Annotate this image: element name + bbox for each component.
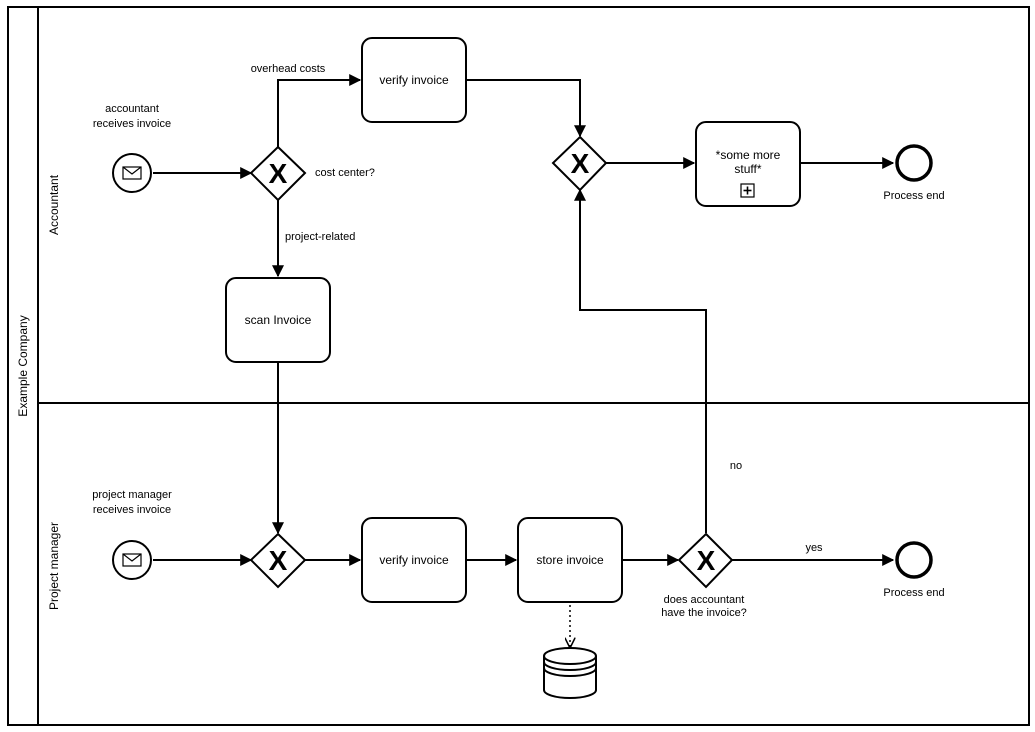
flow-gateway-no	[574, 188, 707, 533]
gateway-merge-accountant[interactable]: X	[551, 135, 608, 192]
start-event-accountant[interactable]: accountant receives invoice	[93, 103, 171, 193]
flow-label-project-related: project-related	[285, 231, 355, 243]
database-icon[interactable]	[543, 647, 597, 699]
lane-label-project-manager: Project manager	[47, 522, 61, 610]
task-store-invoice[interactable]: store invoice	[517, 517, 623, 603]
envelope-icon	[122, 166, 142, 180]
lane-accountant: Accountant	[47, 174, 61, 235]
flow-verify-to-merge	[465, 79, 586, 138]
task-verify-invoice-pm[interactable]: verify invoice	[361, 517, 467, 603]
task-scan-invoice[interactable]: scan Invoice	[225, 277, 331, 363]
start-event-project-manager[interactable]: project manager receives invoice	[92, 489, 172, 580]
sequence-flows	[153, 74, 895, 647]
subprocess-label-1: *some more	[716, 148, 781, 162]
lane-project-manager: Project manager	[47, 522, 61, 610]
pool-label: Example Company	[16, 315, 30, 416]
gateway-x-icon: X	[269, 545, 288, 576]
end-event-accountant[interactable]: Process end	[883, 144, 945, 202]
lane-label-accountant: Accountant	[47, 174, 61, 235]
start-label-accountant-1: accountant	[105, 103, 159, 115]
gateway-x-icon: X	[697, 545, 716, 576]
gateway-label-accountant-has-1: does accountant	[664, 594, 745, 606]
task-verify-invoice-accountant[interactable]: verify invoice	[361, 37, 467, 123]
task-label: verify invoice	[379, 73, 449, 87]
envelope-icon	[122, 553, 142, 567]
gateway-label-cost-center: cost center?	[315, 167, 375, 179]
gateway-merge-project-manager[interactable]: X	[249, 532, 307, 589]
flow-label-yes: yes	[805, 542, 823, 554]
gateway-label-accountant-has-2: have the invoice?	[661, 607, 747, 619]
end-label-accountant: Process end	[883, 190, 944, 202]
end-event-project-manager[interactable]: Process end	[883, 541, 945, 599]
flow-label-overhead: overhead costs	[251, 63, 326, 75]
start-label-pm-2: receives invoice	[93, 504, 171, 516]
collapsed-subprocess-plus-icon[interactable]	[740, 183, 755, 198]
task-label: store invoice	[536, 553, 604, 567]
gateway-accountant-has-invoice[interactable]: X does accountant have the invoice?	[661, 532, 747, 619]
gateway-x-icon: X	[571, 148, 590, 179]
task-label: scan Invoice	[245, 313, 312, 327]
subprocess-label-2: stuff*	[734, 162, 761, 176]
start-label-accountant-2: receives invoice	[93, 118, 171, 130]
task-label: verify invoice	[379, 553, 449, 567]
gateway-cost-center[interactable]: X cost center?	[249, 145, 375, 202]
pool: Example Company	[7, 6, 1030, 726]
start-label-pm-1: project manager	[92, 489, 172, 501]
gateway-x-icon: X	[269, 158, 288, 189]
end-label-pm: Process end	[883, 587, 944, 599]
subprocess-some-more-stuff[interactable]: *some more stuff*	[695, 121, 801, 207]
flow-cost-center-overhead	[277, 74, 362, 147]
flow-label-no: no	[730, 460, 742, 472]
